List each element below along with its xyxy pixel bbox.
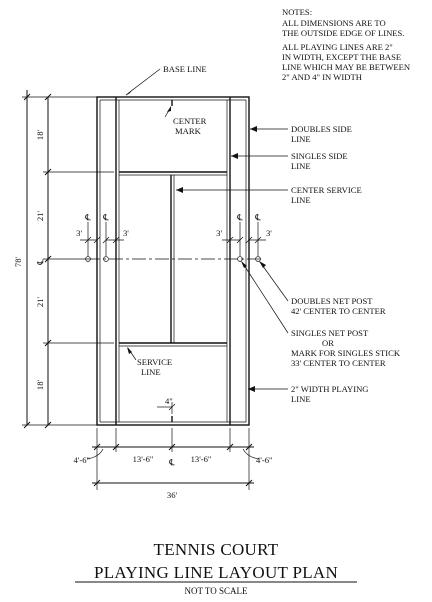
callouts: BASE LINE CENTER MARK DOUBLES SIDE LINE … bbox=[125, 64, 401, 404]
dim-alley-left: 4'-6" bbox=[73, 455, 90, 465]
cl-symbol-right-singles: ℄ bbox=[236, 212, 243, 222]
label-singles-net-2: OR bbox=[322, 338, 334, 348]
notes-line-1: ALL DIMENSIONS ARE TO bbox=[282, 18, 386, 28]
four-inch-dim: 4" bbox=[157, 396, 176, 414]
label-doubles-side-1: DOUBLES SIDE bbox=[291, 124, 352, 134]
label-singles-side-1: SINGLES SIDE bbox=[291, 151, 348, 161]
dim-alley-right: 4'-6" bbox=[256, 455, 273, 465]
vertical-dimensions: 78' 18' 21' ℄ 21' 18' bbox=[13, 90, 114, 429]
doubles-net-post-right bbox=[255, 256, 261, 262]
notes-block: NOTES: ALL DIMENSIONS ARE TO THE OUTSIDE… bbox=[282, 7, 411, 82]
dim-center-cl: ℄ bbox=[168, 457, 175, 467]
dim-18-bottom: 18' bbox=[35, 379, 45, 390]
dim-offset-left-a: 3' bbox=[76, 228, 82, 238]
singles-net-post-left bbox=[103, 256, 109, 262]
cl-symbol-right-doubles: ℄ bbox=[254, 212, 261, 222]
dim-offset-left-b: 3' bbox=[123, 228, 129, 238]
notes-line-2: THE OUTSIDE EDGE OF LINES. bbox=[282, 28, 404, 38]
title-block: TENNIS COURT PLAYING LINE LAYOUT PLAN NO… bbox=[75, 540, 357, 596]
cl-symbol-left-doubles: ℄ bbox=[84, 212, 91, 222]
dim-total-width: 36' bbox=[167, 490, 178, 500]
title-line-1: TENNIS COURT bbox=[154, 540, 279, 559]
dim-offset-right-b: 3' bbox=[266, 228, 272, 238]
label-singles-net-3: MARK FOR SINGLES STICK bbox=[291, 348, 401, 358]
notes-line-3: ALL PLAYING LINES ARE 2" bbox=[282, 42, 393, 52]
label-center-mark-2: MARK bbox=[175, 126, 202, 136]
dim-half-left: 13'-6" bbox=[133, 454, 154, 464]
label-center-mark-1: CENTER bbox=[173, 116, 207, 126]
dim-18-top: 18' bbox=[35, 129, 45, 140]
dim-half-right: 13'-6" bbox=[191, 454, 212, 464]
label-doubles-net-2: 42' CENTER TO CENTER bbox=[291, 306, 386, 316]
label-width-playing-2: LINE bbox=[291, 394, 311, 404]
label-service-line-2: LINE bbox=[141, 367, 161, 377]
label-doubles-side-2: LINE bbox=[291, 134, 311, 144]
court-lines bbox=[85, 96, 262, 426]
label-center-service-2: LINE bbox=[291, 195, 311, 205]
dim-21-top: 21' bbox=[35, 210, 45, 221]
notes-line-4: IN WIDTH, EXCEPT THE BASE bbox=[282, 52, 401, 62]
net-post-offsets: ℄ ℄ ℄ ℄ 3' 3' 3' 3' bbox=[76, 212, 272, 256]
label-singles-side-2: LINE bbox=[291, 161, 311, 171]
horizontal-dimensions: 4'-6" 13'-6" ℄ 13'-6" 4'-6" 36' bbox=[73, 428, 273, 500]
dim-four-inch: 4" bbox=[165, 396, 173, 406]
notes-line-6: 2" AND 4" IN WIDTH bbox=[282, 72, 362, 82]
dim-total-length: 78' bbox=[13, 256, 23, 267]
notes-line-5: LINE WHICH MAY BE BETWEEN bbox=[282, 62, 411, 72]
label-width-playing-1: 2" WIDTH PLAYING bbox=[291, 384, 369, 394]
dim-left-cl: ℄ bbox=[35, 259, 45, 266]
cl-symbol-left-singles: ℄ bbox=[102, 212, 109, 222]
dim-offset-right-a: 3' bbox=[216, 228, 222, 238]
label-center-service-1: CENTER SERVICE bbox=[291, 185, 362, 195]
label-singles-net-1: SINGLES NET POST bbox=[291, 328, 369, 338]
title-line-3: NOT TO SCALE bbox=[184, 586, 248, 596]
label-base-line: BASE LINE bbox=[163, 64, 207, 74]
title-line-2: PLAYING LINE LAYOUT PLAN bbox=[94, 563, 338, 582]
label-singles-net-4: 33' CENTER TO CENTER bbox=[291, 358, 386, 368]
dim-21-bottom: 21' bbox=[35, 296, 45, 307]
notes-heading: NOTES: bbox=[282, 7, 312, 17]
label-service-line-1: SERVICE bbox=[137, 357, 172, 367]
singles-net-post-right bbox=[237, 256, 243, 262]
label-doubles-net-1: DOUBLES NET POST bbox=[291, 296, 373, 306]
doubles-boundary bbox=[96, 96, 250, 426]
